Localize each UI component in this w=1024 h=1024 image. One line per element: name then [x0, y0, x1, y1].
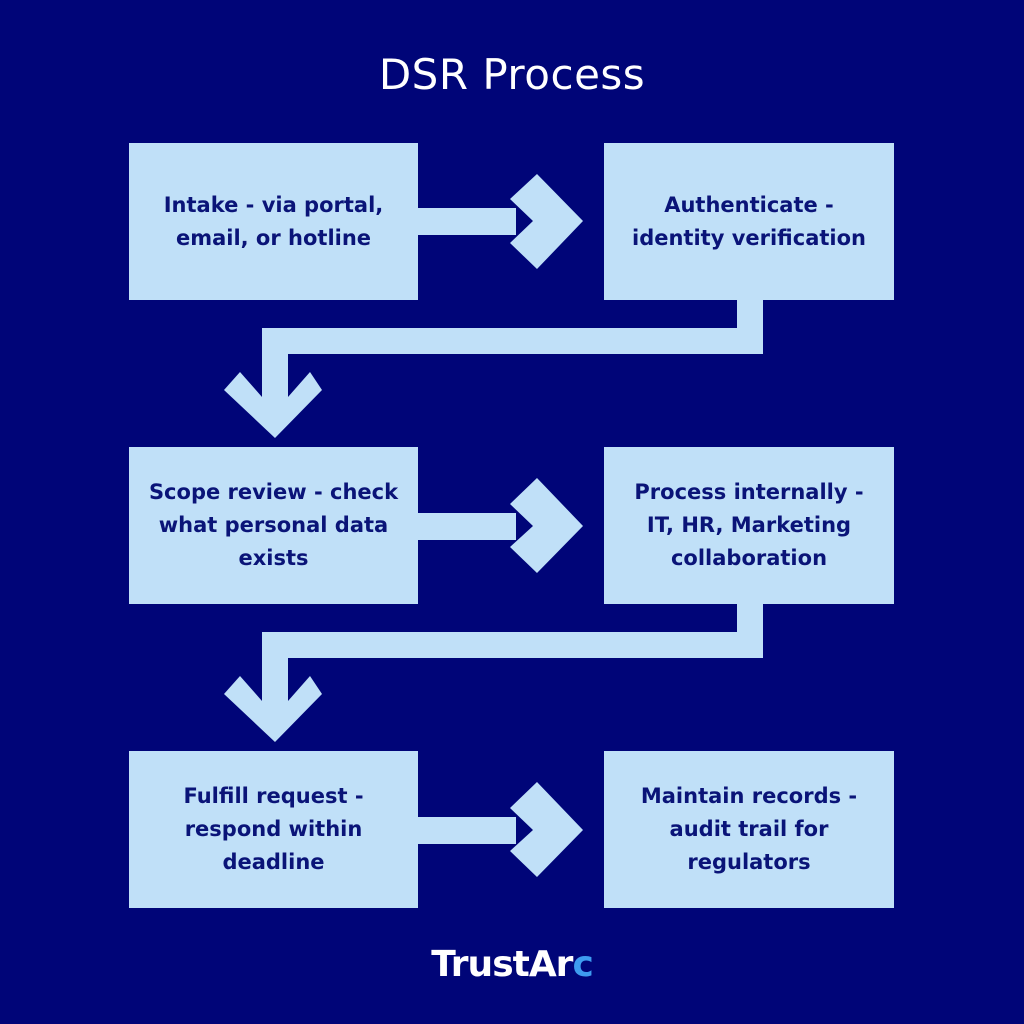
step-authenticate: Authenticate - identity verification	[604, 143, 894, 300]
step-label: Intake - via portal, email, or hotline	[163, 192, 384, 250]
step-maintain-records: Maintain records - audit trail for regul…	[604, 751, 894, 908]
page-title: DSR Process	[378, 50, 646, 99]
step-label: Process internally - IT, HR, Marketing c…	[634, 480, 864, 570]
arrow-authenticate-to-scope	[224, 300, 763, 438]
step-label: Fulfill request - respond within deadlin…	[183, 784, 364, 874]
arrow-fulfill-to-maintain	[418, 782, 583, 877]
arrow-process-to-fulfill	[224, 604, 763, 742]
step-label: Scope review - check what personal data …	[148, 480, 399, 570]
logo-accent: c	[572, 944, 593, 985]
arrow-scope-to-process	[418, 478, 583, 573]
step-intake: Intake - via portal, email, or hotline	[129, 143, 418, 300]
step-process-internally: Process internally - IT, HR, Marketing c…	[604, 447, 894, 604]
step-fulfill-request: Fulfill request - respond within deadlin…	[129, 751, 418, 908]
step-label: Maintain records - audit trail for regul…	[640, 784, 858, 874]
logo-text: TrustAr	[431, 944, 573, 985]
step-label: Authenticate - identity verification	[632, 192, 866, 250]
trustarc-logo: TrustArc	[0, 944, 1024, 985]
step-scope-review: Scope review - check what personal data …	[129, 447, 418, 604]
arrow-intake-to-authenticate	[418, 174, 583, 269]
